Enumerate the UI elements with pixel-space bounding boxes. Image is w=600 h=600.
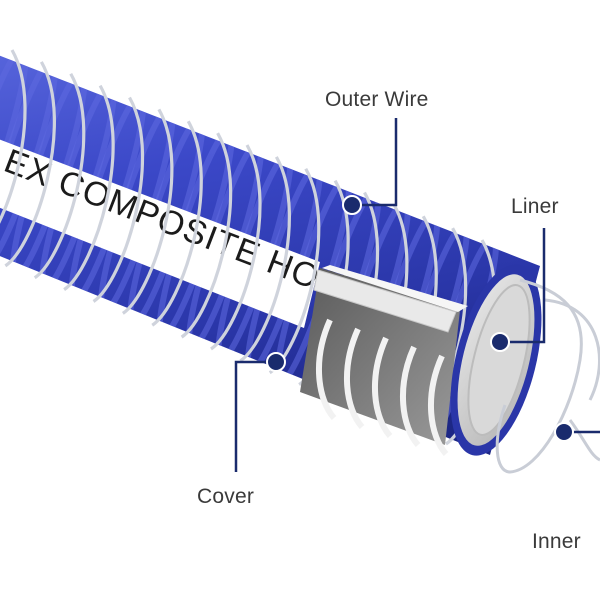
outer-wire-turn (63, 84, 115, 291)
label-outer-wire: Outer Wire (325, 88, 429, 111)
inner-wire-rib (372, 336, 393, 438)
outer-wire-turn (0, 49, 27, 224)
outer-wire-turn (180, 132, 233, 339)
callout-inner (554, 422, 600, 442)
liner-end (450, 264, 542, 456)
outer-wire-turn (210, 144, 262, 351)
outer-wire-turn (92, 96, 145, 303)
label-cover: Cover (197, 485, 255, 508)
cutaway-section (300, 265, 468, 456)
inner-wire-ribs (316, 318, 449, 456)
callout-liner (490, 228, 546, 352)
callout-outer-wire (342, 118, 398, 215)
outer-wire-turn (33, 72, 86, 280)
outer-wire-turn (151, 120, 203, 327)
inner-wire-rib (344, 327, 365, 429)
inner-wire-rib (428, 354, 449, 456)
label-inner: Inner (532, 530, 581, 553)
inner-wire-rib (316, 318, 337, 420)
inner-wire-rib (400, 345, 421, 447)
callout-cover (234, 352, 286, 472)
outer-wire-turn (4, 61, 56, 268)
outer-wire-turn (121, 108, 174, 315)
label-liner: Liner (511, 195, 559, 218)
outer-wire-turn (239, 156, 291, 363)
